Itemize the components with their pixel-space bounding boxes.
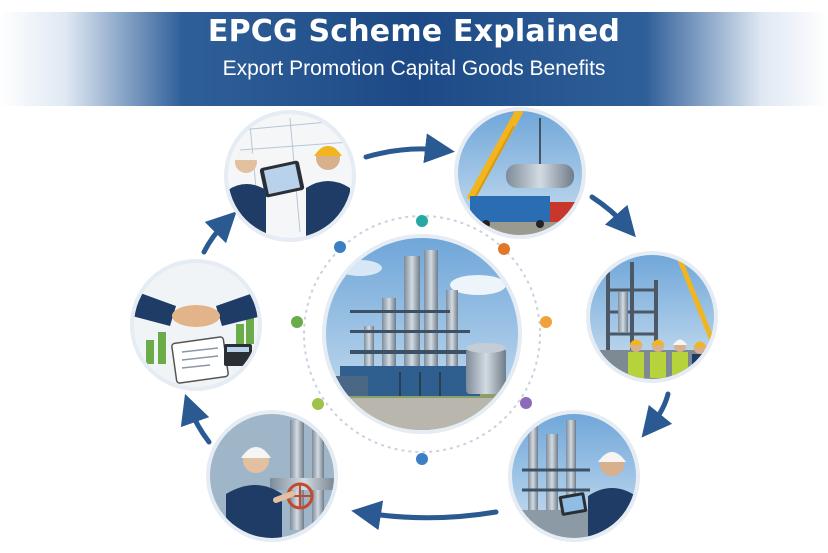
step-maintenance-image xyxy=(206,410,338,542)
step-import-image xyxy=(454,107,586,239)
dot-orange xyxy=(498,243,510,255)
page-subtitle: Export Promotion Capital Goods Benefits xyxy=(222,57,606,80)
dot-lime xyxy=(312,398,324,410)
dot-green xyxy=(291,316,303,328)
ring-dots xyxy=(291,215,552,465)
arrow-right xyxy=(641,391,673,438)
step-operation-image xyxy=(508,410,640,542)
step-planning-image xyxy=(224,110,356,242)
dot-blue-bottom xyxy=(416,453,428,465)
title-banner xyxy=(0,12,828,106)
step-agreement-image xyxy=(130,259,262,391)
center-refinery-image xyxy=(322,234,522,434)
flow-arrows xyxy=(180,133,673,531)
page-title: EPCG Scheme Explained xyxy=(207,14,621,49)
arrow-left-lower xyxy=(180,393,212,445)
arrow-top-right xyxy=(589,194,636,238)
step-installation-image xyxy=(586,251,718,383)
arrow-left-upper xyxy=(201,211,237,255)
dot-teal xyxy=(416,215,428,227)
dot-purple xyxy=(520,397,532,409)
arrow-bottom xyxy=(351,500,499,531)
arrow-top xyxy=(363,133,455,164)
dot-gold xyxy=(540,316,552,328)
dot-blue-top xyxy=(334,241,346,253)
